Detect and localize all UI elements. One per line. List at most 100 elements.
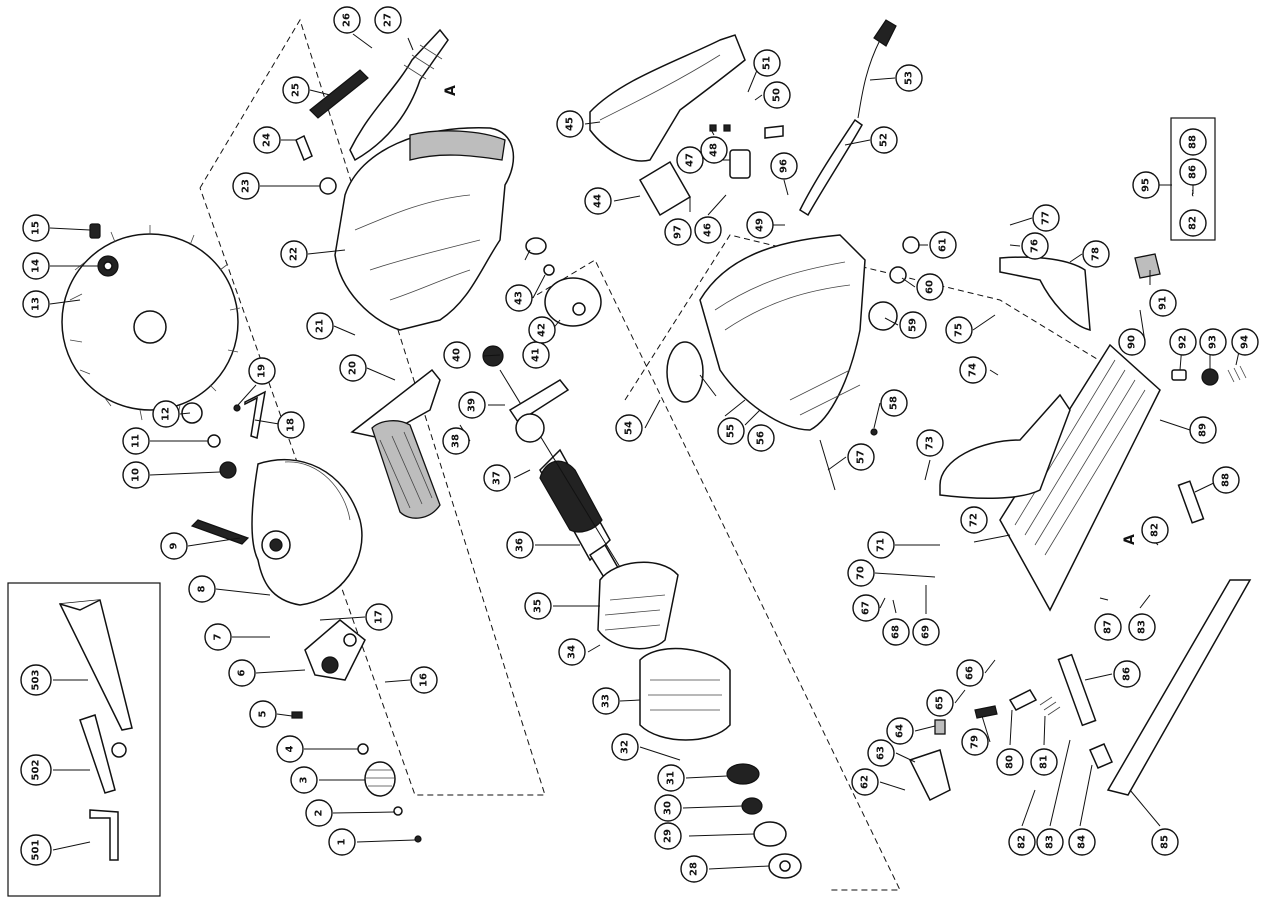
callout-circle [558,638,586,666]
callout-number: 50 [772,88,783,102]
callout-79: 79 [961,728,989,756]
callout-circle [280,240,308,268]
callout-58: 58 [880,389,908,417]
callout-number: 7 [213,633,224,640]
callout-55: 55 [717,417,745,445]
callout-43: 43 [505,284,533,312]
callout-circle [1113,660,1141,688]
bearing-29 [753,821,787,847]
callout-38: 38 [442,427,470,455]
callout-number: 57 [856,450,867,464]
callout-circle [339,354,367,382]
callout-circle [851,768,879,796]
callout-circle [374,6,402,34]
callout-94: 94 [1231,328,1259,356]
callout-number: 43 [514,291,525,305]
callout-68: 68 [882,618,910,646]
callout-number: 35 [533,599,544,613]
callout-69: 69 [912,618,940,646]
callout-number: 501 [31,840,42,861]
callout-circle [664,218,692,246]
callout-number: 3 [299,776,310,783]
callout-number: 20 [348,361,359,375]
callout-circle [867,531,895,559]
callout-85: 85 [1151,828,1179,856]
callout-27: 27 [374,6,402,34]
callout-circle [916,273,944,301]
callout-number: 72 [969,513,980,527]
callout-circle [328,828,356,856]
callout-circle [248,357,276,385]
callout-circle [152,400,180,428]
callout-circle [1068,828,1096,856]
callout-71: 71 [867,531,895,559]
callout-number: 73 [925,436,936,450]
callout-29: 29 [654,822,682,850]
callout-circle [852,594,880,622]
callout-number: 32 [620,740,631,754]
callout-circle [926,689,954,717]
callout-503: 503 [20,664,52,696]
callout-number: 10 [131,468,142,482]
callout-circle [870,126,898,154]
callout-circle [1199,328,1227,356]
callout-number: 4 [285,745,296,752]
callout-number: 12 [161,407,172,421]
callout-number: 31 [666,771,677,785]
callout-number: 503 [31,670,42,691]
range-bottom-circle [1179,209,1207,237]
wrench-502 [79,714,116,794]
callout-4: 4 [276,735,304,763]
callout-circle [290,766,318,794]
callout-number: 93 [1208,335,1219,349]
callout-86: 86 [1113,660,1141,688]
callout-circle [746,211,774,239]
callout-28: 28 [680,855,708,883]
callout-number: 86 [1122,667,1133,681]
callout-number: 29 [663,829,674,843]
callout-circle [747,424,775,452]
callout-circle [122,427,150,455]
callout-1: 1 [328,828,356,856]
callout-22: 22 [280,240,308,268]
callout-51: 51 [753,49,781,77]
callout-number: 30 [663,801,674,815]
callout-number: 96 [779,159,790,173]
callout-circle [611,733,639,761]
callout-number: 8 [197,585,208,592]
callout-number: 82 [1017,835,1028,849]
callout-57: 57 [847,443,875,471]
callout-number: 83 [1137,620,1148,634]
callout-circle [1189,416,1217,444]
callout-number: 60 [925,280,936,294]
callout-circle [506,531,534,559]
callout-number: 78 [1091,247,1102,261]
callout-number: 61 [938,238,949,252]
depth-guide-78 [999,256,1091,331]
callout-42: 42 [528,316,556,344]
callout-circle [592,687,620,715]
callout-number: 41 [531,348,542,362]
callout-circle [20,754,52,786]
callout-8: 8 [188,575,216,603]
callout-number: 17 [374,610,385,624]
callout-circle [717,417,745,445]
callout-60: 60 [916,273,944,301]
callout-90: 90 [1118,328,1146,356]
callout-number: 18 [286,418,297,432]
callout-number: 28 [689,862,700,876]
callout-circle [22,290,50,318]
callout-52: 52 [870,126,898,154]
callout-circle [188,575,216,603]
callout-number: 37 [492,471,503,485]
callout-91: 91 [1149,289,1177,317]
callout-circle [847,443,875,471]
callout-circle [458,391,486,419]
callout-number: 63 [876,746,887,760]
callout-circle [22,214,50,242]
callout-circle [945,316,973,344]
callout-circle [961,728,989,756]
callout-circle [1151,828,1179,856]
callout-84: 84 [1068,828,1096,856]
callout-number: 13 [31,297,42,311]
